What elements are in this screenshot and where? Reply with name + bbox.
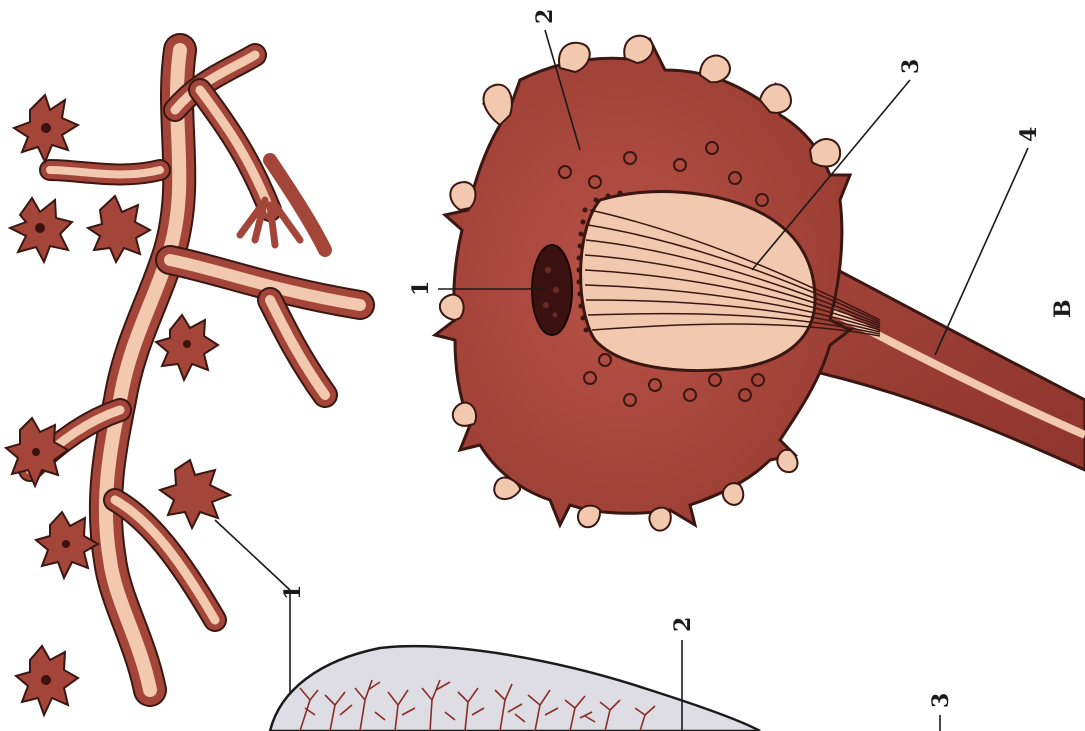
label-cell-4: 4 — [1016, 127, 1042, 142]
label-bottom-3: 3 — [928, 693, 954, 708]
panel-letter: B — [1050, 299, 1076, 318]
glial-cell — [160, 460, 230, 528]
branching-fiber-network — [30, 50, 360, 690]
label-cell-2: 2 — [532, 9, 558, 24]
label-left-1: 1 — [280, 585, 306, 600]
neuron-cell — [435, 36, 1085, 531]
glial-cell — [88, 196, 150, 262]
label-cell-3: 3 — [898, 59, 924, 74]
bottom-organ — [270, 646, 760, 731]
label-bottom-2: 2 — [670, 617, 696, 632]
nucleus — [532, 245, 572, 335]
label-cell-1: 1 — [408, 281, 434, 296]
